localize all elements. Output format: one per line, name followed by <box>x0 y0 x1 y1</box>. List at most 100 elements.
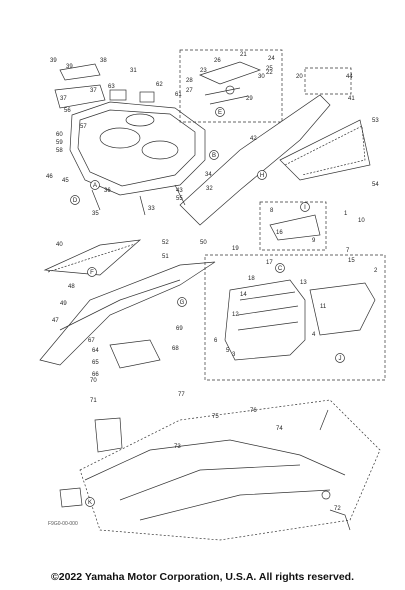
part-number: 41 <box>348 96 355 102</box>
callout-k <box>85 497 95 507</box>
part-number: 23 <box>200 68 207 74</box>
part-number: 39 <box>66 64 73 70</box>
copyright-notice: ©2022 Yamaha Motor Corporation, U.S.A. A… <box>51 571 354 583</box>
hull-floor <box>79 399 381 541</box>
callout-e <box>215 107 225 117</box>
lower-left-parts <box>59 339 346 508</box>
part-number: 4 <box>312 332 316 338</box>
engine-assembly <box>204 201 386 381</box>
part-number: 30 <box>258 74 265 80</box>
part-number: 49 <box>60 301 67 307</box>
callout-i <box>300 202 310 212</box>
callout-h <box>257 170 267 180</box>
callout-letter: K <box>88 500 92 506</box>
part-number: 68 <box>172 346 179 352</box>
part-number: 5 <box>226 348 230 354</box>
part-number: 37 <box>90 88 97 94</box>
callout-a <box>90 180 100 190</box>
part-number: 14 <box>240 292 247 298</box>
part-number: 7 <box>346 248 350 254</box>
part-number: 73 <box>174 444 181 450</box>
part-number: 10 <box>358 218 365 224</box>
part-number: 35 <box>92 211 99 217</box>
callout-c <box>275 263 285 273</box>
part-number: 55 <box>176 196 183 202</box>
part-number: 9 <box>312 238 316 244</box>
part-number: 16 <box>276 230 283 236</box>
part-number: 37 <box>60 96 67 102</box>
part-number: 3 <box>232 352 236 358</box>
callout-letter: E <box>218 110 222 116</box>
part-number-labels: 39 39 38 37 37 31 30 29 28 27 26 25 24 2… <box>46 52 379 512</box>
part-number: 8 <box>270 208 274 214</box>
part-number: 64 <box>92 348 99 354</box>
part-number: 32 <box>206 186 213 192</box>
part-number: 61 <box>175 92 182 98</box>
part-number: 45 <box>62 178 69 184</box>
callout-letter: G <box>180 300 185 306</box>
part-number: 47 <box>52 318 59 324</box>
callout-g <box>177 297 187 307</box>
callout-f <box>87 267 97 277</box>
part-number: 24 <box>268 56 275 62</box>
part-number: 59 <box>56 140 63 146</box>
part-number: 28 <box>186 78 193 84</box>
rear-right-parts <box>319 409 351 531</box>
part-number: 12 <box>232 312 239 318</box>
callout-letter: I <box>304 205 306 211</box>
part-number: 62 <box>156 82 163 88</box>
callout-letter: C <box>278 266 283 272</box>
callout-letter: H <box>260 173 264 179</box>
callout-letter: A <box>93 183 97 189</box>
part-number: 44 <box>346 74 353 80</box>
part-number: 57 <box>80 124 87 130</box>
part-number: 40 <box>56 242 63 248</box>
part-number: 65 <box>92 360 99 366</box>
part-number: 70 <box>90 378 97 384</box>
part-number: 34 <box>205 172 212 178</box>
part-number: 60 <box>56 132 63 138</box>
part-number: 17 <box>266 260 273 266</box>
callout-letter: J <box>339 356 342 362</box>
part-number: 56 <box>64 108 71 114</box>
callout-letter: F <box>90 270 94 276</box>
callout-letter: B <box>212 153 216 159</box>
part-number: 2 <box>374 268 378 274</box>
part-number: 29 <box>246 96 253 102</box>
part-number: 31 <box>130 68 137 74</box>
part-number: 75 <box>212 414 219 420</box>
part-number: 69 <box>176 326 183 332</box>
part-number: 39 <box>50 58 57 64</box>
part-number: 33 <box>148 206 155 212</box>
part-number: 51 <box>162 254 169 260</box>
callout-j <box>335 353 345 363</box>
part-number: 50 <box>200 240 207 246</box>
part-number: 13 <box>300 280 307 286</box>
figure-code: F9G0-00-000 <box>48 521 78 527</box>
part-number: 66 <box>92 372 99 378</box>
part-number: 11 <box>320 304 327 310</box>
part-number: 53 <box>372 118 379 124</box>
part-number: 76 <box>250 408 257 414</box>
part-number: 74 <box>276 426 283 432</box>
part-number: 46 <box>46 174 53 180</box>
callout-letter: D <box>73 198 78 204</box>
callout-d <box>70 195 80 205</box>
part-number: 26 <box>214 58 221 64</box>
part-number: 72 <box>334 506 341 512</box>
part-number: 27 <box>186 88 193 94</box>
part-number: 77 <box>178 392 185 398</box>
side-panel-upper <box>179 67 371 226</box>
detail-box-top <box>179 49 283 123</box>
part-number: 38 <box>100 58 107 64</box>
callout-letters <box>70 107 345 507</box>
part-number: 15 <box>348 258 355 264</box>
part-number: 63 <box>108 84 115 90</box>
part-number: 54 <box>372 182 379 188</box>
part-number: 71 <box>90 398 97 404</box>
part-number: 36 <box>104 188 111 194</box>
part-number: 67 <box>88 338 95 344</box>
callout-b <box>209 150 219 160</box>
part-number: 6 <box>214 338 218 344</box>
